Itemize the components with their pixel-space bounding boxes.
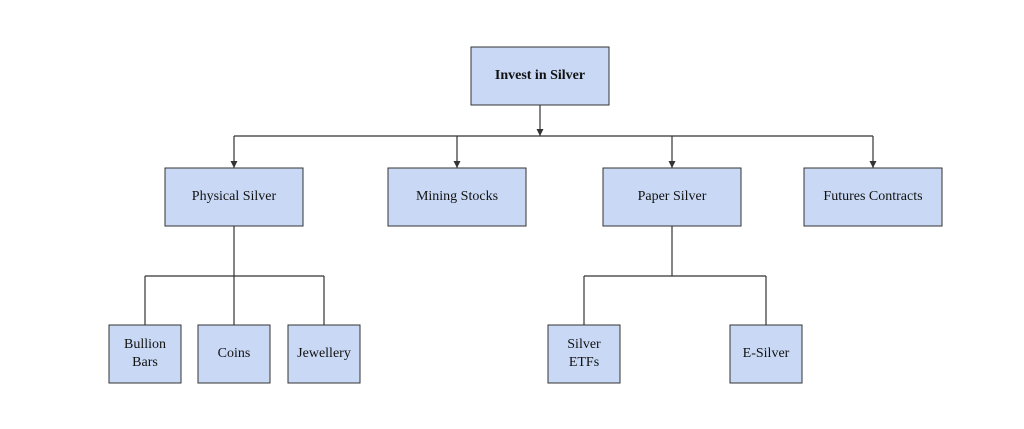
- node-box: [197, 324, 271, 384]
- node-label: E-Silver: [743, 346, 790, 361]
- category-arrow: [453, 161, 461, 168]
- node-coins: Coins: [197, 324, 271, 384]
- node-box: [803, 167, 943, 227]
- node-paper-silver: Paper Silver: [602, 167, 742, 227]
- node-e-silver: E-Silver: [729, 324, 803, 384]
- node-box: [387, 167, 527, 227]
- node-label: Mining Stocks: [416, 189, 498, 204]
- node-invest-in-silver: Invest in Silver: [470, 46, 610, 106]
- category-arrow: [869, 161, 877, 168]
- node-label: Coins: [218, 346, 251, 361]
- node-box: [164, 167, 304, 227]
- node-label: Futures Contracts: [823, 189, 922, 204]
- node-box: [547, 324, 621, 384]
- category-arrow: [668, 161, 676, 168]
- node-box: [729, 324, 803, 384]
- node-box: [287, 324, 361, 384]
- category-arrow: [230, 161, 238, 168]
- node-futures-contracts: Futures Contracts: [803, 167, 943, 227]
- node-jewellery: Jewellery: [287, 324, 361, 384]
- node-label: Physical Silver: [192, 189, 277, 204]
- node-mining-stocks: Mining Stocks: [387, 167, 527, 227]
- node-box: [602, 167, 742, 227]
- connectors: [144, 105, 877, 325]
- node-box: [108, 324, 182, 384]
- node-label: Paper Silver: [638, 189, 707, 204]
- node-physical-silver: Physical Silver: [164, 167, 304, 227]
- root-arrow: [536, 129, 544, 136]
- node-box: [470, 46, 610, 106]
- node-label: Invest in Silver: [495, 68, 585, 83]
- node-label: Jewellery: [297, 346, 351, 361]
